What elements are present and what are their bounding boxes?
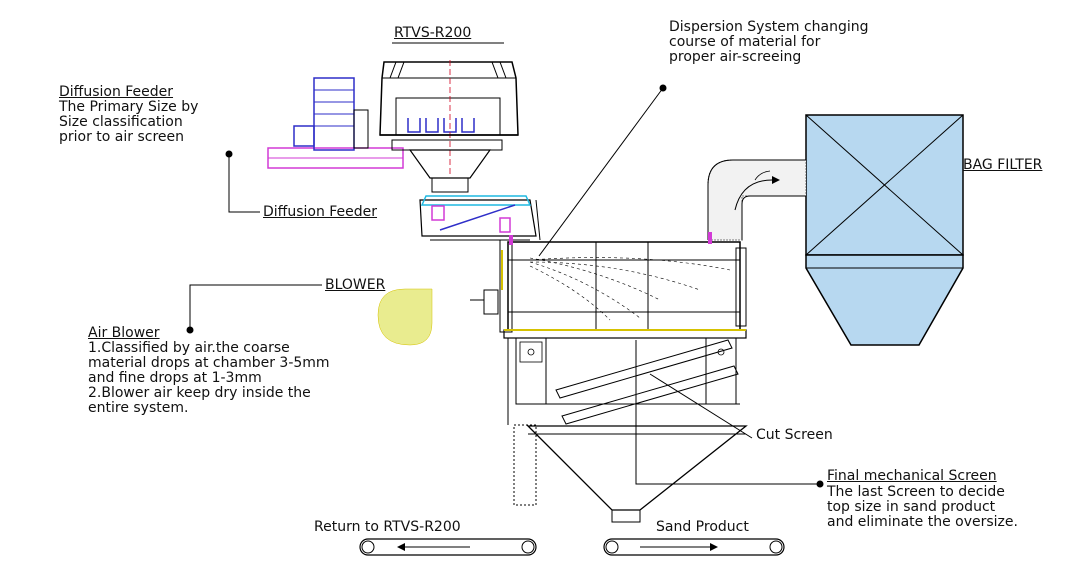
blower-unit — [377, 288, 499, 346]
air-screening-chamber — [499, 232, 747, 339]
final-screen-title: Final mechanical Screen — [827, 468, 997, 484]
rtvs-r200-machine — [267, 60, 519, 193]
support-structure — [507, 337, 740, 506]
final-screen-description: The last Screen to decide top size in sa… — [827, 484, 1018, 530]
sand-product-label: Sand Product — [656, 519, 749, 535]
blower-label: BLOWER — [325, 277, 386, 293]
diffusion-feeder-description: The Primary Size by Size classification … — [59, 99, 199, 145]
diffusion-feeder-unit — [419, 195, 541, 241]
cut-screen-deck — [555, 339, 739, 425]
return-conveyor — [359, 538, 537, 556]
diffusion-feeder-title: Diffusion Feeder — [59, 84, 174, 100]
cut-screen-label: Cut Screen — [756, 427, 833, 443]
product-hopper — [526, 425, 748, 523]
air-blower-title: Air Blower — [88, 325, 160, 341]
dispersion-system-note: Dispersion System changing course of mat… — [669, 19, 869, 65]
sand-product-conveyor — [603, 538, 785, 556]
bag-filter-label: BAG FILTER — [963, 157, 1043, 173]
air-duct — [707, 159, 807, 241]
leader-lines — [186, 42, 824, 488]
air-blower-description: 1.Classified by air.the coarse material … — [88, 340, 330, 416]
rtvs-title: RTVS-R200 — [394, 25, 472, 41]
bag-filter — [805, 114, 964, 346]
return-conveyor-label: Return to RTVS-R200 — [314, 519, 461, 535]
diffusion-feeder-callout: Diffusion Feeder — [263, 204, 378, 220]
